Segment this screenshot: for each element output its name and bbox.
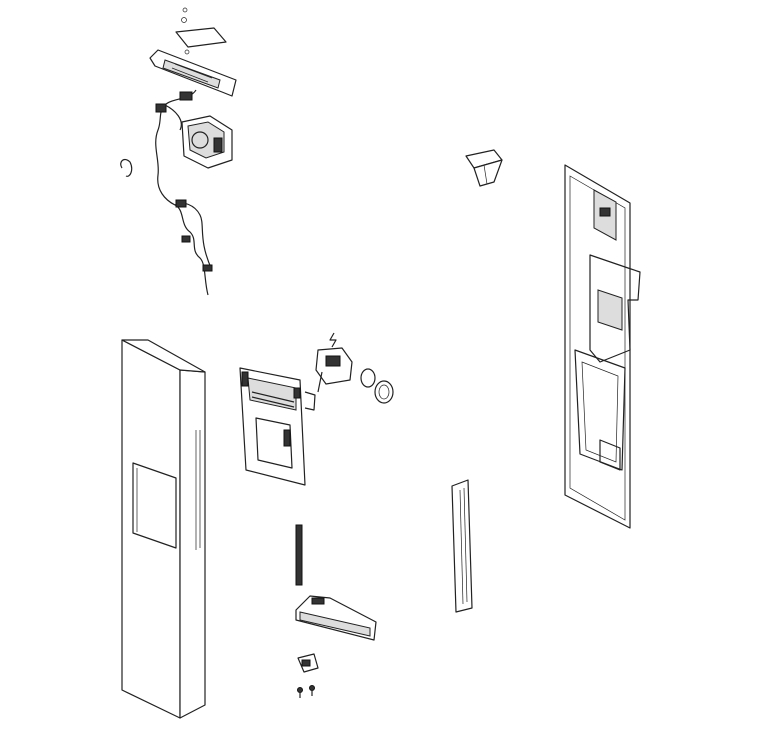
dispenser-housing	[239, 367, 316, 486]
dispenser-opening	[132, 462, 177, 549]
ice-chute-funnel	[465, 149, 503, 187]
trim-strip	[451, 479, 473, 613]
door-liner	[564, 164, 641, 529]
actuator-parts	[315, 332, 394, 404]
lower-parts	[295, 524, 377, 698]
top-control-assembly	[149, 7, 237, 97]
motor-assembly	[181, 115, 233, 169]
wire-harness	[120, 89, 213, 296]
cover-plate	[175, 27, 227, 48]
door-outer-panel	[121, 339, 206, 719]
rod	[295, 524, 303, 586]
